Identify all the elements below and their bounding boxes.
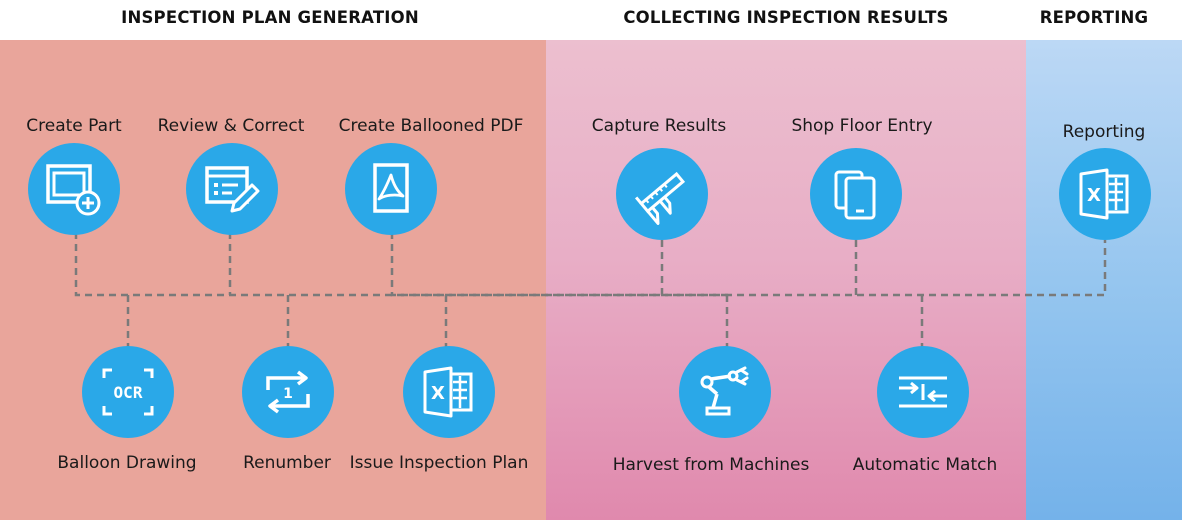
create-ballooned-pdf-label: Create Ballooned PDF <box>338 116 524 136</box>
create-part-icon <box>46 164 101 216</box>
caliper-icon <box>634 171 686 225</box>
pdf-document-icon <box>373 163 409 213</box>
review-edit-icon <box>205 166 260 213</box>
create-part-node <box>28 143 120 235</box>
create-ballooned-pdf-node <box>345 143 437 235</box>
excel-letter: X <box>1087 185 1101 206</box>
excel-letter: X <box>431 383 445 404</box>
collecting-results-band <box>546 40 1026 520</box>
automatic-match-node <box>877 346 969 438</box>
shop-floor-entry-label: Shop Floor Entry <box>791 116 933 136</box>
renumber-label: Renumber <box>243 453 331 473</box>
robot-arm-icon <box>700 366 749 416</box>
inspection-plan-band <box>0 40 546 520</box>
reporting-node: X <box>1059 148 1151 240</box>
tablet-icon <box>834 170 876 220</box>
ocr-text: OCR <box>114 383 143 402</box>
capture-results-label: Capture Results <box>591 116 727 136</box>
balloon-drawing-node: OCR <box>82 346 174 438</box>
section-title-collect: COLLECTING INSPECTION RESULTS <box>623 8 949 27</box>
excel-icon: X <box>423 366 473 418</box>
section-title-plan: INSPECTION PLAN GENERATION <box>121 8 419 27</box>
renumber-icon: 1 <box>266 370 310 414</box>
ocr-icon: OCR <box>102 368 154 416</box>
renumber-digit: 1 <box>283 386 293 402</box>
reporting-label: Reporting <box>1062 122 1146 142</box>
renumber-node: 1 <box>242 346 334 438</box>
section-title-report: REPORTING <box>1039 8 1149 27</box>
issue-inspection-plan-node: X <box>403 346 495 438</box>
capture-results-node <box>616 148 708 240</box>
reporting-band <box>1026 40 1182 520</box>
match-arrows-icon <box>899 376 947 408</box>
shop-floor-entry-node <box>810 148 902 240</box>
excel-icon: X <box>1079 168 1129 220</box>
issue-inspection-plan-label: Issue Inspection Plan <box>349 453 529 473</box>
balloon-drawing-label: Balloon Drawing <box>57 453 197 473</box>
review-correct-label: Review & Correct <box>157 116 305 136</box>
automatic-match-label: Automatic Match <box>852 455 998 475</box>
harvest-from-machines-node <box>679 346 771 438</box>
harvest-from-machines-label: Harvest from Machines <box>612 455 810 475</box>
create-part-label: Create Part <box>26 116 122 136</box>
review-correct-node <box>186 143 278 235</box>
